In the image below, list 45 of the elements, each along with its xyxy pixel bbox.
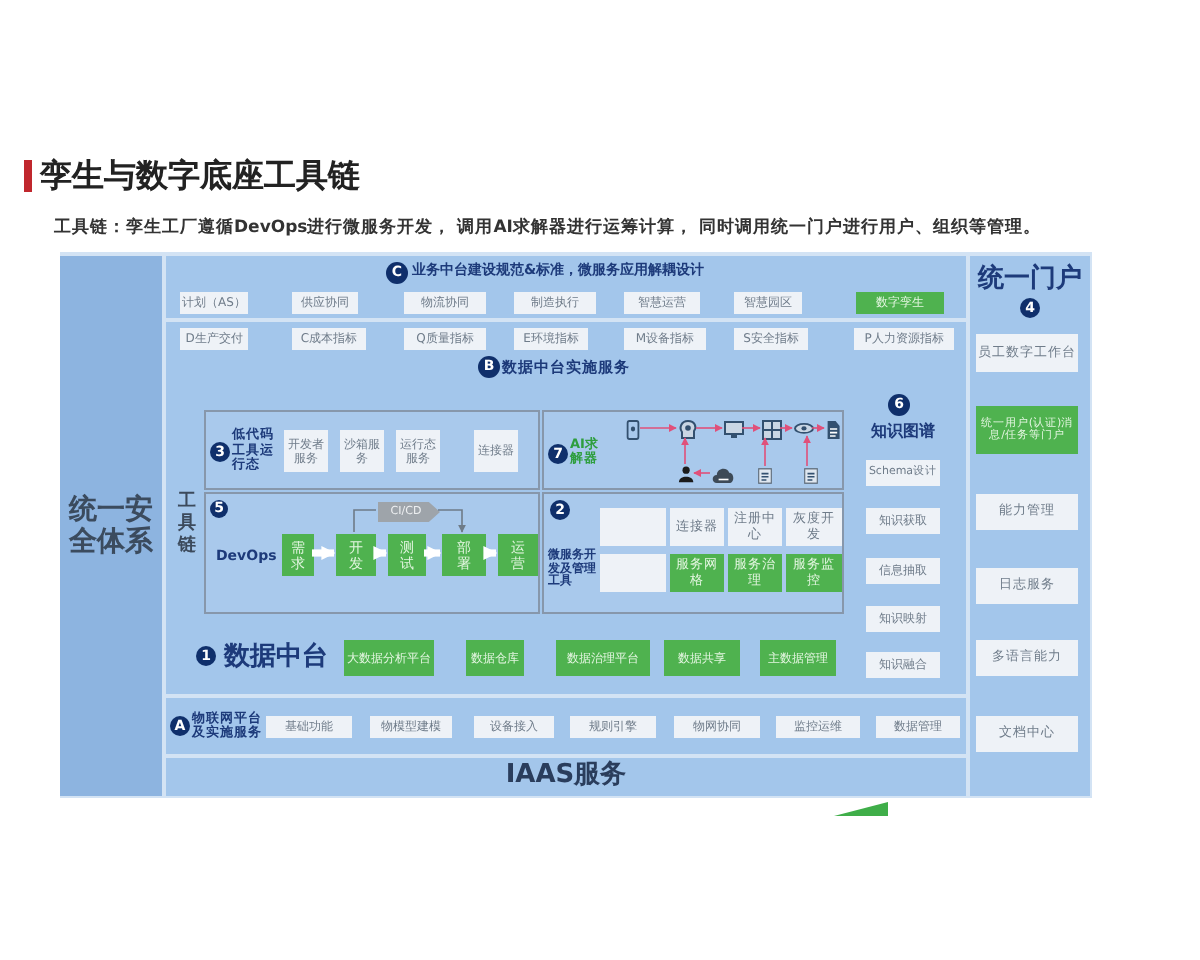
connector-line [353,509,377,533]
section-heading: 统一门户 [975,264,1084,298]
section-panel [204,492,540,614]
document-icon [826,420,842,440]
arrow [312,546,336,560]
head-icon [678,420,698,440]
arrow [483,546,498,560]
arrow [681,437,689,465]
arrow [779,424,793,432]
arrow [695,424,723,432]
arrow [437,509,466,533]
grid-icon [762,420,782,440]
phone-icon [624,420,642,440]
arrow [811,424,825,432]
layer-band [166,322,966,384]
section-heading: 数据中台 [224,640,330,676]
security-band [60,256,162,796]
arrow [639,424,677,432]
service-box [600,554,666,592]
arrow [803,435,811,467]
eye-icon [794,422,814,438]
arrow [761,437,769,467]
layer-band [166,698,966,754]
document-icon [758,468,772,484]
section-heading: IAAS服务 [503,762,629,792]
arrow [424,546,442,560]
page-title: 孪生与数字底座工具链 [40,154,362,198]
arrow [693,469,711,477]
person-icon [678,466,696,484]
arrow [741,424,761,432]
document-icon [804,468,818,484]
monitor-icon [724,420,744,440]
section-panel [542,492,844,614]
layer-band [166,256,966,318]
section-panel [542,410,844,490]
section-panel [204,410,540,490]
layer-band [166,758,966,796]
subtitle-text: 工具链：孪生工厂遵循DevOps进行微服务开发， 调用AI求解器进行运筹计算， 同时调用统一门户进行用户、组织等管理。 [54,216,1043,242]
portal-column [970,256,1090,796]
section-heading: 统一安全体系 [66,491,155,562]
arrow [373,546,388,560]
vertical-heading: 工具链 [176,492,198,558]
section-heading: 知识图谱 [869,420,937,444]
cloud-icon [712,466,734,484]
service-box [600,508,666,546]
